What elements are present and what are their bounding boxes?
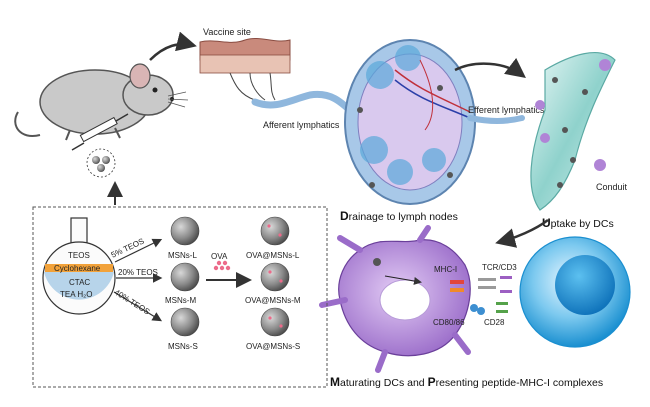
cd28-label: CD28 (484, 318, 505, 327)
msns-m-label: MSNs-M (165, 296, 196, 305)
afferent-lymphatics-label: Afferent lymphatics (263, 120, 340, 130)
caption-drainage: Drainage to lymph nodes (340, 209, 458, 223)
cd80-86-label: CD80/86 (433, 318, 465, 327)
msn-spheres (170, 216, 200, 337)
arrow-5-teos (114, 238, 163, 263)
msns-l-label: MSNs-L (168, 251, 197, 260)
flask (42, 217, 116, 315)
flask-cyclohexane-label: Cyclohexane (54, 264, 101, 273)
conduit (530, 52, 616, 211)
t-cell (519, 236, 631, 348)
flask-ctac-label: CTAC (69, 278, 90, 287)
msns-s-label: MSNs-S (168, 342, 198, 351)
flask-teos-label: TEOS (68, 251, 90, 260)
ova-msns-m-label: OVA@MSNs-M (245, 296, 301, 305)
afferent-lymphatic-vessel (251, 90, 362, 122)
arrow-node-to-conduit (454, 57, 526, 79)
vaccine-site-label: Vaccine site (203, 27, 251, 37)
injected-particles-callout (86, 148, 116, 178)
efferent-lymphatic-vessel (467, 115, 525, 124)
syringe-icon (71, 113, 129, 151)
receptors (450, 276, 512, 315)
ova-molecules (213, 260, 231, 271)
synthesis-box (32, 206, 328, 388)
arrow-conduit-to-dc (495, 219, 549, 248)
efferent-lymphatics-label: Efferent lymphatics (468, 105, 545, 115)
conduit-label: Conduit (596, 182, 628, 192)
dendritic-cell (319, 225, 471, 373)
arrow-40-teos (113, 291, 163, 322)
tcr-cd3-label: TCR/CD3 (482, 263, 517, 272)
caption-uptake: Uptake by DCs (542, 216, 614, 230)
flask-tea-h2o-label: TEA H₂O (60, 290, 92, 299)
ova-msns-s-label: OVA@MSNs-S (246, 342, 300, 351)
teos-40-label: 40% TEOS (113, 288, 152, 317)
teos-20-label: 20% TEOS (118, 268, 158, 277)
caption-maturating: Maturating DCs and Presenting peptide-MH… (330, 375, 603, 389)
ova-label: OVA (211, 252, 228, 261)
vaccine-site-skin (199, 37, 291, 101)
ova-msn-spheres (260, 216, 290, 337)
lymph-node (344, 39, 476, 205)
arrow-mouse-to-site (149, 31, 197, 61)
ova-msns-l-label: OVA@MSNs-L (246, 251, 300, 260)
mhc-i-label: MHC-I (434, 265, 457, 274)
